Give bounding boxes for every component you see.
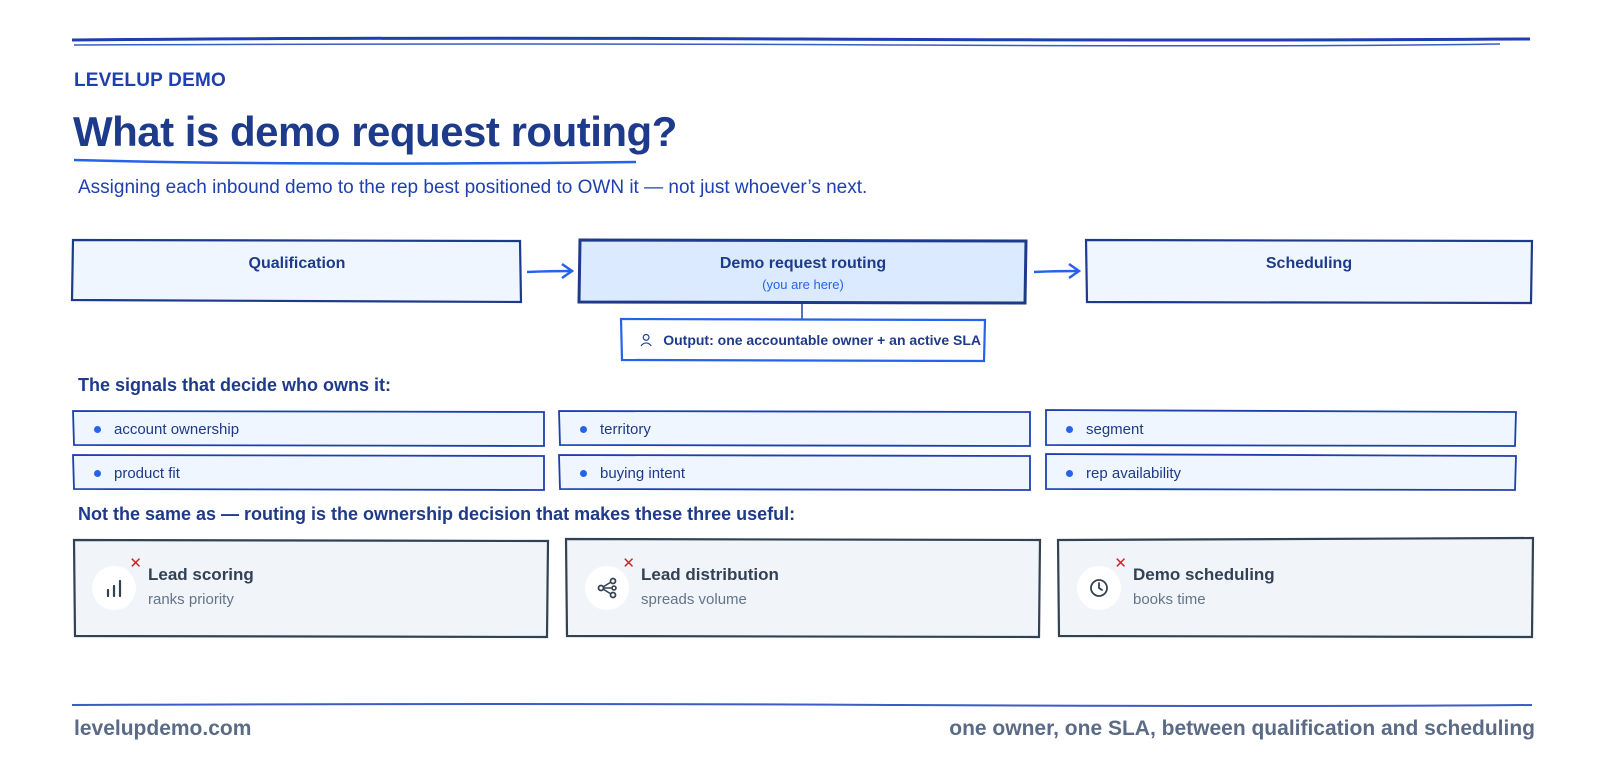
signal-label: segment bbox=[1086, 420, 1144, 438]
card-icon-wrap: ✕ bbox=[1077, 556, 1127, 610]
card-title: Lead scoring bbox=[148, 564, 254, 584]
bullet-icon bbox=[580, 425, 587, 433]
signal-item: segment bbox=[1046, 412, 1516, 446]
stage-scheduling: Scheduling bbox=[1086, 239, 1532, 301]
x-mark-icon: ✕ bbox=[1114, 555, 1127, 572]
signal-item: rep availability bbox=[1046, 456, 1516, 490]
page-subtitle: Assigning each inbound demo to the rep b… bbox=[78, 177, 868, 198]
page-title: What is demo request routing? bbox=[73, 108, 677, 155]
stage-label: Scheduling bbox=[1265, 255, 1353, 272]
card-demo-scheduling: ✕ Demo scheduling books time bbox=[1059, 540, 1533, 636]
card-lead-scoring: ✕ Lead scoring ranks priority bbox=[74, 540, 548, 636]
card-desc: ranks priority bbox=[148, 590, 234, 608]
card-desc: spreads volume bbox=[641, 590, 747, 608]
output-text: Output: one accountable owner + an activ… bbox=[663, 332, 981, 348]
card-icon-wrap: ✕ bbox=[585, 556, 635, 610]
card-lead-distribution: ✕ Lead distribution spreads volume bbox=[567, 540, 1040, 636]
card-icon-wrap: ✕ bbox=[92, 556, 142, 610]
signals-heading: The signals that decide who owns it: bbox=[78, 375, 392, 395]
card-desc: books time bbox=[1133, 590, 1206, 608]
comparison-heading: Not the same as — routing is the ownersh… bbox=[78, 504, 796, 524]
x-mark-icon: ✕ bbox=[622, 555, 635, 572]
signal-label: rep availability bbox=[1086, 464, 1182, 482]
bar-chart-icon bbox=[106, 579, 122, 598]
bullet-icon bbox=[94, 469, 101, 477]
stage-demo-request-routing: Demo request routing (you are here) bbox=[580, 239, 1026, 301]
brand-label: LEVELUP DEMO bbox=[74, 70, 226, 91]
signal-label: product fit bbox=[114, 464, 180, 482]
signal-item: account ownership bbox=[74, 412, 544, 446]
stage-current-marker: (you are here) bbox=[762, 277, 844, 292]
signal-item: buying intent bbox=[560, 456, 1030, 490]
footer-website: levelupdemo.com bbox=[74, 717, 252, 740]
stage-label: Demo request routing bbox=[719, 255, 887, 272]
signal-label: territory bbox=[600, 420, 651, 438]
clock-icon bbox=[1090, 579, 1108, 597]
bullet-icon bbox=[580, 469, 587, 477]
signal-item: territory bbox=[560, 412, 1030, 446]
bullet-icon bbox=[1066, 425, 1073, 433]
stage-label: Qualification bbox=[248, 255, 346, 272]
signal-item: product fit bbox=[74, 456, 544, 490]
bullet-icon bbox=[94, 425, 101, 433]
card-title: Lead distribution bbox=[641, 564, 779, 584]
x-mark-icon: ✕ bbox=[129, 555, 142, 572]
share-icon bbox=[597, 577, 617, 599]
signal-label: account ownership bbox=[114, 420, 240, 438]
footer-tagline: one owner, one SLA, between qualificatio… bbox=[949, 717, 1535, 740]
card-title: Demo scheduling bbox=[1133, 564, 1275, 584]
stage-qualification: Qualification bbox=[73, 239, 521, 301]
person-icon bbox=[640, 333, 652, 347]
bullet-icon bbox=[1066, 469, 1073, 477]
signal-label: buying intent bbox=[600, 464, 686, 482]
output-callout: Output: one accountable owner + an activ… bbox=[621, 320, 981, 360]
